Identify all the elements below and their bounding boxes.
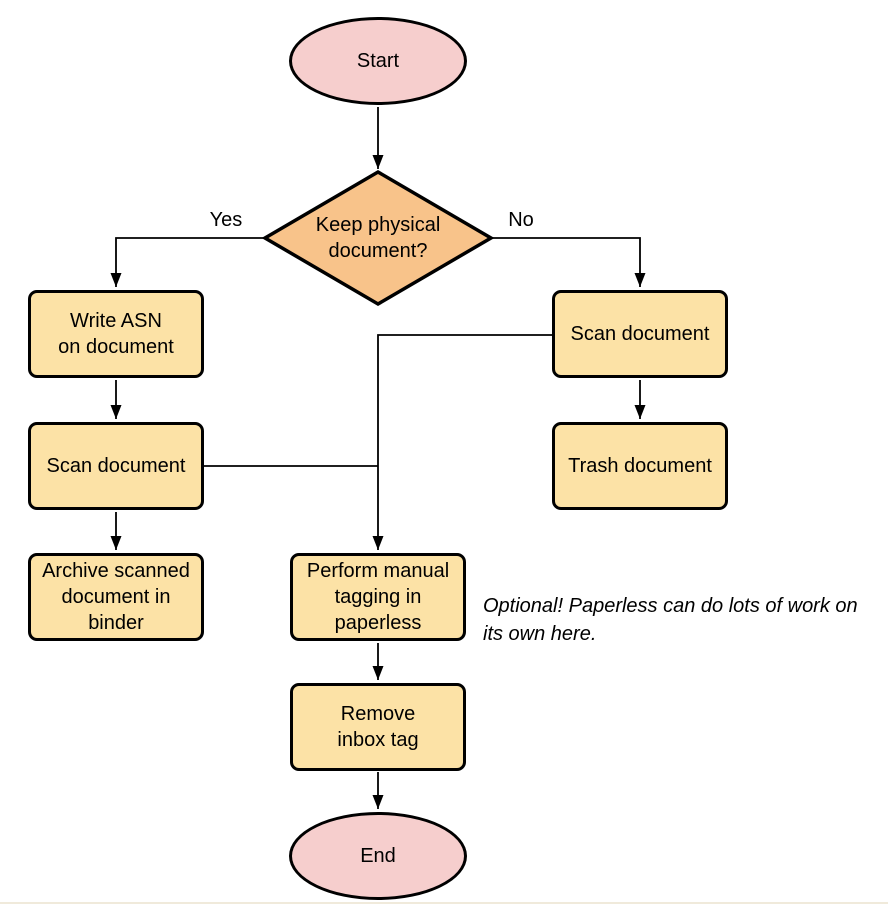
edge-label-no: No [508, 209, 534, 231]
node-start: Start [289, 17, 467, 105]
decision-diamond-shape [261, 169, 495, 307]
canvas-bottom-divider [0, 902, 888, 904]
node-archive-in-binder: Archive scanned document in binder [28, 553, 204, 641]
node-scan-document-right: Scan document [552, 290, 728, 378]
node-end: End [289, 812, 467, 900]
edge-scan-right-to-perform-tagging [372, 334, 552, 550]
edge-decision-no-to-scan-right [490, 237, 646, 287]
node-scan-document-left: Scan document [28, 422, 204, 510]
node-write-asn: Write ASN on document [28, 290, 204, 378]
node-perform-manual-tagging: Perform manual tagging in paperless [290, 553, 466, 641]
node-trash-document: Trash document [552, 422, 728, 510]
node-remove-inbox-tag: Remove inbox tag [290, 683, 466, 771]
node-decision-label: Keep physical document? [315, 214, 441, 262]
edge-label-yes: Yes [209, 209, 243, 231]
annotation-optional-paperless: Optional! Paperless can do lots of work … [483, 595, 858, 645]
edge-decision-yes-to-write-asn [110, 237, 266, 287]
